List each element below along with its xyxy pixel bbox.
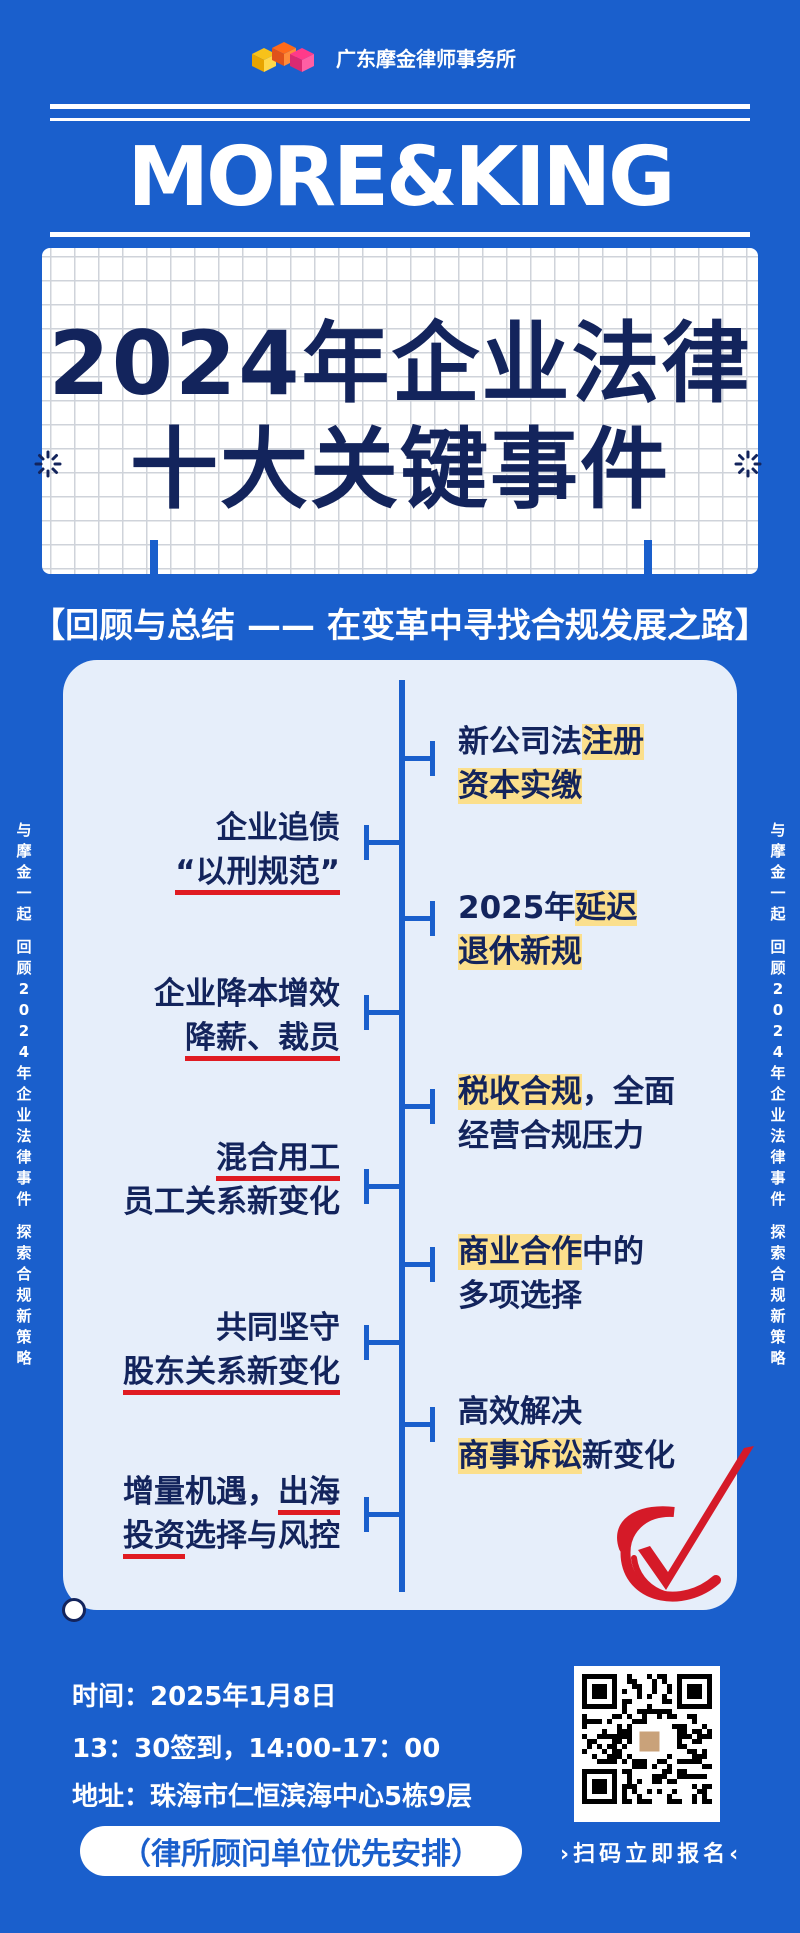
side-char: 件 — [16, 1190, 32, 1208]
panel-peg-right — [644, 540, 652, 580]
scan-caption: ›扫码立即报名‹ — [560, 1842, 743, 1867]
side-char: 4 — [772, 1043, 784, 1061]
side-char: 0 — [772, 1001, 784, 1019]
side-char: 摩 — [16, 842, 32, 860]
side-char: 规 — [16, 1286, 32, 1304]
connector-right-5 — [405, 1407, 435, 1442]
qr-code-image — [582, 1674, 712, 1804]
side-char: 与 — [770, 821, 786, 839]
side-char: 年 — [16, 1064, 32, 1082]
connector-left-3 — [364, 1169, 399, 1204]
side-char: 企 — [16, 1085, 32, 1103]
side-char: 0 — [18, 1001, 30, 1019]
side-char: 2 — [772, 980, 784, 998]
side-char: 业 — [770, 1106, 786, 1124]
checkmark-icon — [617, 1446, 754, 1602]
side-text-right: 与摩金一起回顾 2 0 2 4 年企业法律事件探索合规新策略 — [766, 820, 790, 1369]
side-char: 回 — [16, 938, 32, 956]
side-char: 金 — [770, 863, 786, 881]
connector-left-4 — [364, 1325, 399, 1360]
side-char: 规 — [770, 1286, 786, 1304]
connector-right-4 — [405, 1247, 435, 1282]
side-char: 顾 — [16, 959, 32, 977]
timeline-item-left-5: 增量机遇，出海 投资选择与风控 — [50, 1470, 340, 1559]
side-char: 2 — [772, 1022, 784, 1040]
side-text-left: 与摩金一起回顾 2 0 2 4 年企业法律事件探索合规新策略 — [12, 820, 36, 1369]
side-char: 新 — [770, 1307, 786, 1325]
side-char: 企 — [770, 1085, 786, 1103]
connector-right-2 — [405, 901, 435, 936]
firm-header: 广东摩金律师事务所 — [250, 40, 650, 74]
side-char: 4 — [18, 1043, 30, 1061]
sparkle-right-icon — [734, 450, 762, 478]
arrow-right-icon: › — [560, 1842, 574, 1867]
connector-right-1 — [405, 741, 435, 776]
side-char: 事 — [16, 1169, 32, 1187]
timeline-item-right-1: 新公司法注册 资本实缴 — [458, 724, 644, 804]
side-char: 法 — [16, 1127, 32, 1145]
side-char: 一 — [16, 884, 32, 902]
panel-peg-left — [150, 540, 158, 580]
side-char: 与 — [16, 821, 32, 839]
side-char: 件 — [770, 1190, 786, 1208]
sparkle-left-icon — [34, 450, 62, 478]
side-char: 法 — [770, 1127, 786, 1145]
subtitle: 【回顾与总结 —— 在变革中寻找合规发展之路】 — [31, 606, 769, 646]
side-char: 新 — [16, 1307, 32, 1325]
side-char: 探 — [770, 1223, 786, 1241]
side-char: 策 — [770, 1328, 786, 1346]
side-char: 年 — [770, 1064, 786, 1082]
timeline-item-left-4: 共同坚守 股东关系新变化 — [50, 1306, 340, 1395]
priority-badge: （律所顾问单位优先安排） — [80, 1826, 522, 1876]
side-char: 事 — [770, 1169, 786, 1187]
arrow-left-icon: ‹ — [729, 1842, 743, 1867]
side-char: 策 — [16, 1328, 32, 1346]
firm-logo-icon — [250, 40, 322, 74]
timeline-axis — [399, 680, 405, 1592]
side-char: 一 — [770, 884, 786, 902]
side-char: 律 — [770, 1148, 786, 1166]
connector-left-2 — [364, 995, 399, 1030]
side-char: 略 — [16, 1349, 32, 1367]
timeline-item-right-5: 高效解决 商事诉讼新变化 — [458, 1394, 675, 1474]
firm-name: 广东摩金律师事务所 — [336, 46, 516, 71]
side-char: 略 — [770, 1349, 786, 1367]
headline-panel — [42, 248, 758, 574]
qr-code[interactable] — [574, 1666, 720, 1822]
timeline-item-right-4: 商业合作中的 多项选择 — [458, 1234, 644, 1314]
timeline-item-left-3: 混合用工 员工关系新变化 — [123, 1140, 340, 1220]
side-char: 探 — [16, 1223, 32, 1241]
connector-right-3 — [405, 1089, 435, 1124]
side-char: 起 — [770, 905, 786, 923]
connector-left-5 — [364, 1497, 399, 1532]
side-char: 2 — [18, 980, 30, 998]
side-char: 金 — [16, 863, 32, 881]
connector-left-1 — [364, 825, 399, 860]
side-char: 回 — [770, 938, 786, 956]
divider-top-1 — [50, 104, 750, 109]
event-address: 地址：珠海市仁恒滨海中心5栋9层 — [72, 1782, 473, 1812]
event-schedule: 13：30签到，14:00-17：00 — [72, 1734, 441, 1764]
side-char: 索 — [770, 1244, 786, 1262]
headline-line-1: 2024年企业法律 — [48, 312, 752, 415]
brand-title: MORE&KING — [127, 130, 676, 225]
side-char: 顾 — [770, 959, 786, 977]
timeline-end-dot — [62, 1598, 86, 1622]
side-char: 业 — [16, 1106, 32, 1124]
side-char: 合 — [770, 1265, 786, 1283]
timeline-item-right-3: 税收合规，全面 经营合规压力 — [458, 1074, 675, 1154]
timeline-item-right-2: 2025年延迟 退休新规 — [458, 890, 638, 970]
side-char: 合 — [16, 1265, 32, 1283]
divider-top-2 — [50, 118, 750, 121]
timeline-item-left-1: 企业追债 “以刑规范” — [50, 806, 340, 895]
event-time: 时间：2025年1月8日 — [72, 1682, 337, 1712]
divider-bottom — [50, 232, 750, 237]
side-char: 2 — [18, 1022, 30, 1040]
side-char: 摩 — [770, 842, 786, 860]
side-char: 索 — [16, 1244, 32, 1262]
timeline-item-left-2: 企业降本增效 降薪、裁员 — [50, 972, 340, 1061]
side-char: 起 — [16, 905, 32, 923]
side-char: 律 — [16, 1148, 32, 1166]
headline-line-2: 十大关键事件 — [129, 418, 670, 521]
